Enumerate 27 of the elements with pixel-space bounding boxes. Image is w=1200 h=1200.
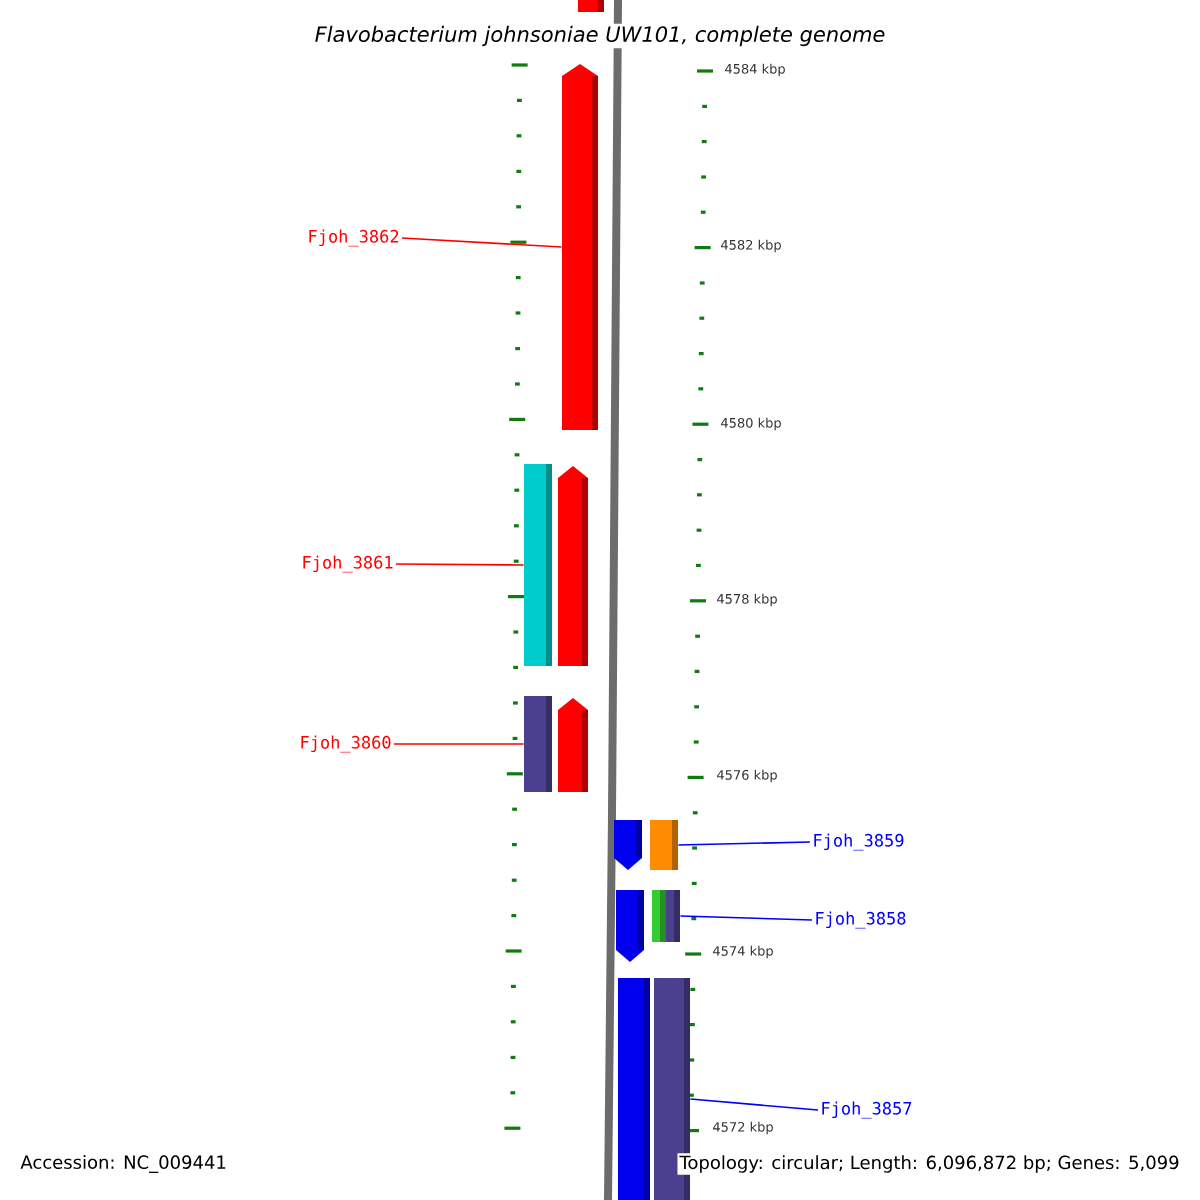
gene-block [562, 64, 598, 430]
gene-block [578, 0, 604, 12]
title: Flavobacterium johnsoniae UW101, complete genome [312, 23, 888, 49]
gene-block [652, 890, 666, 942]
leader-line [395, 563, 525, 566]
gene-label: Fjoh_3858 [816, 911, 906, 929]
gene-block [614, 820, 642, 870]
gene-label: Fjoh_3862 [309, 229, 399, 247]
topology-text: Topology: circular; Length: 6,096,872 bp; Genes: 5,099 [677, 1153, 1182, 1175]
accession-text: Accession: NC_009441 [20, 1155, 226, 1173]
gene-block [524, 696, 552, 792]
leader-line [689, 1098, 819, 1111]
gene-label: Fjoh_3860 [301, 735, 391, 753]
gene-block [618, 978, 650, 1200]
leader-line [677, 841, 811, 846]
gene-label: Fjoh_3857 [822, 1101, 912, 1119]
leader-line [679, 915, 813, 921]
leader-line [401, 237, 563, 248]
gene-block [666, 890, 680, 942]
leader-line [393, 743, 525, 745]
gene-label: Fjoh_3859 [814, 833, 904, 851]
gene-label: Fjoh_3861 [303, 555, 393, 573]
gene-block [524, 464, 552, 666]
gene-block [558, 466, 588, 666]
gene-block [558, 698, 588, 792]
gene-block [650, 820, 678, 870]
gene-block [616, 890, 644, 962]
